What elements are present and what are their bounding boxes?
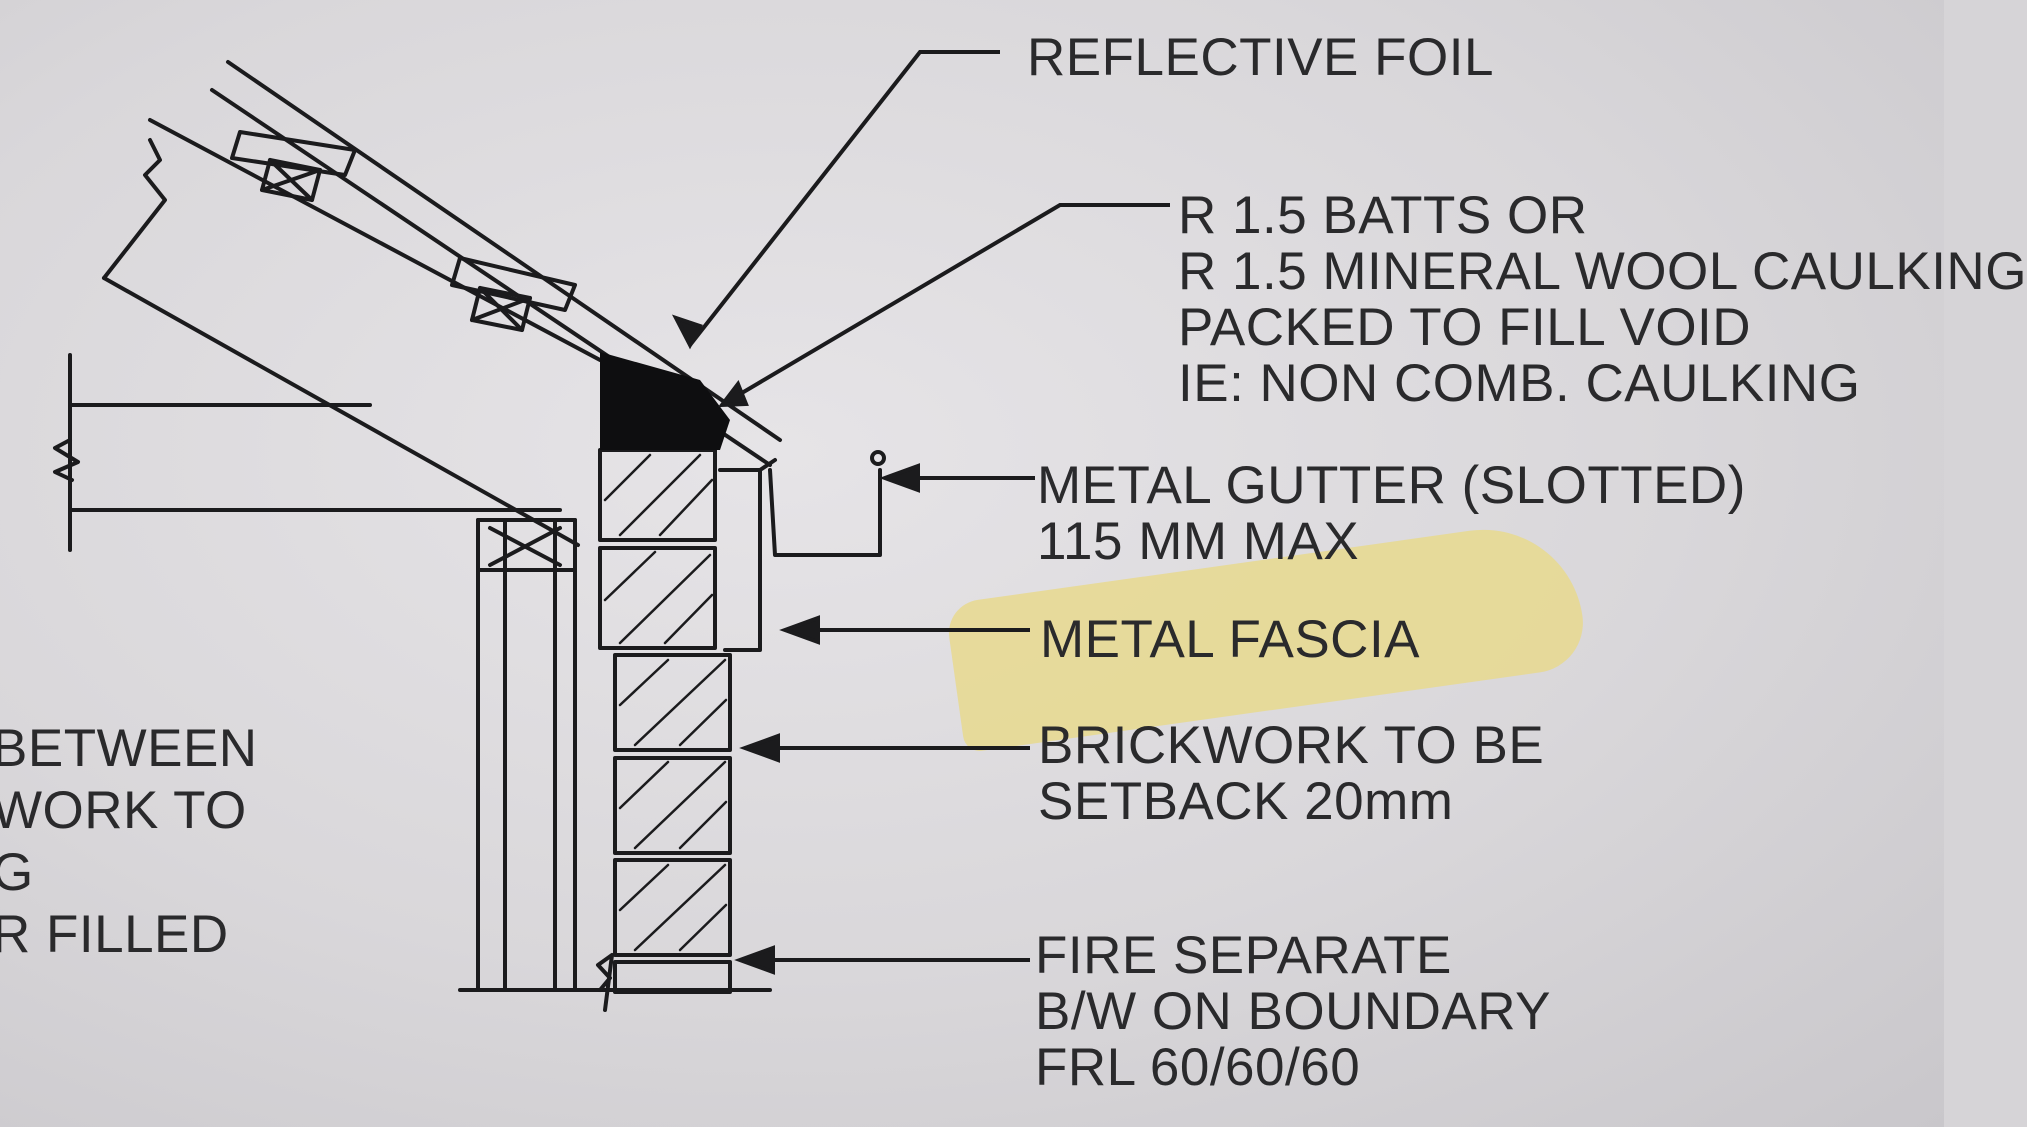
brickwork-line-1: BRICKWORK TO BE (1038, 716, 1545, 775)
roof-battens (230, 130, 577, 332)
fire-line-1: FIRE SEPARATE (1035, 926, 1452, 985)
fascia-label: METAL FASCIA (1040, 610, 1421, 669)
break-line (596, 953, 614, 1012)
batts-line-2: R 1.5 MINERAL WOOL CAULKING (1178, 242, 2027, 301)
batts-line-3: PACKED TO FILL VOID (1178, 298, 1752, 357)
gutter-line-1: METAL GUTTER (SLOTTED) (1037, 456, 1746, 515)
insulation-batts (600, 352, 730, 450)
brickwork-line-2: SETBACK 20mm (1038, 772, 1454, 831)
batts-label: R 1.5 BATTS OR R 1.5 MINERAL WOOL CAULKI… (1178, 188, 2027, 412)
fire-label: FIRE SEPARATE B/W ON BOUNDARY FRL 60/60/… (1035, 928, 1551, 1096)
gutter-label: METAL GUTTER (SLOTTED) 115 MM MAX (1037, 458, 1746, 570)
reflective-foil-label: REFLECTIVE FOIL (1027, 28, 1494, 87)
fire-line-3: FRL 60/60/60 (1035, 1038, 1361, 1097)
left-line-3: G (0, 843, 34, 902)
brick-hatching (603, 453, 728, 952)
roof-rafter (102, 60, 782, 547)
leader-lines (671, 50, 1170, 975)
left-line-4: R FILLED (0, 905, 229, 964)
ceiling-joist (53, 353, 562, 552)
metal-gutter (768, 450, 886, 557)
batts-line-4: IE: NON COMB. CAULKING (1178, 354, 1861, 413)
section-drawing (53, 50, 1170, 1012)
left-cropped-label: BETWEEN WORK TO G R FILLED (0, 718, 258, 966)
batts-line-1: R 1.5 BATTS OR (1178, 186, 1588, 245)
left-line-1: BETWEEN (0, 719, 258, 778)
gutter-line-2: 115 MM MAX (1037, 512, 1360, 571)
left-line-2: WORK TO (0, 781, 247, 840)
fire-line-2: B/W ON BOUNDARY (1035, 982, 1551, 1041)
metal-fascia (718, 458, 777, 652)
brickwork-label: BRICKWORK TO BE SETBACK 20mm (1038, 718, 1544, 830)
